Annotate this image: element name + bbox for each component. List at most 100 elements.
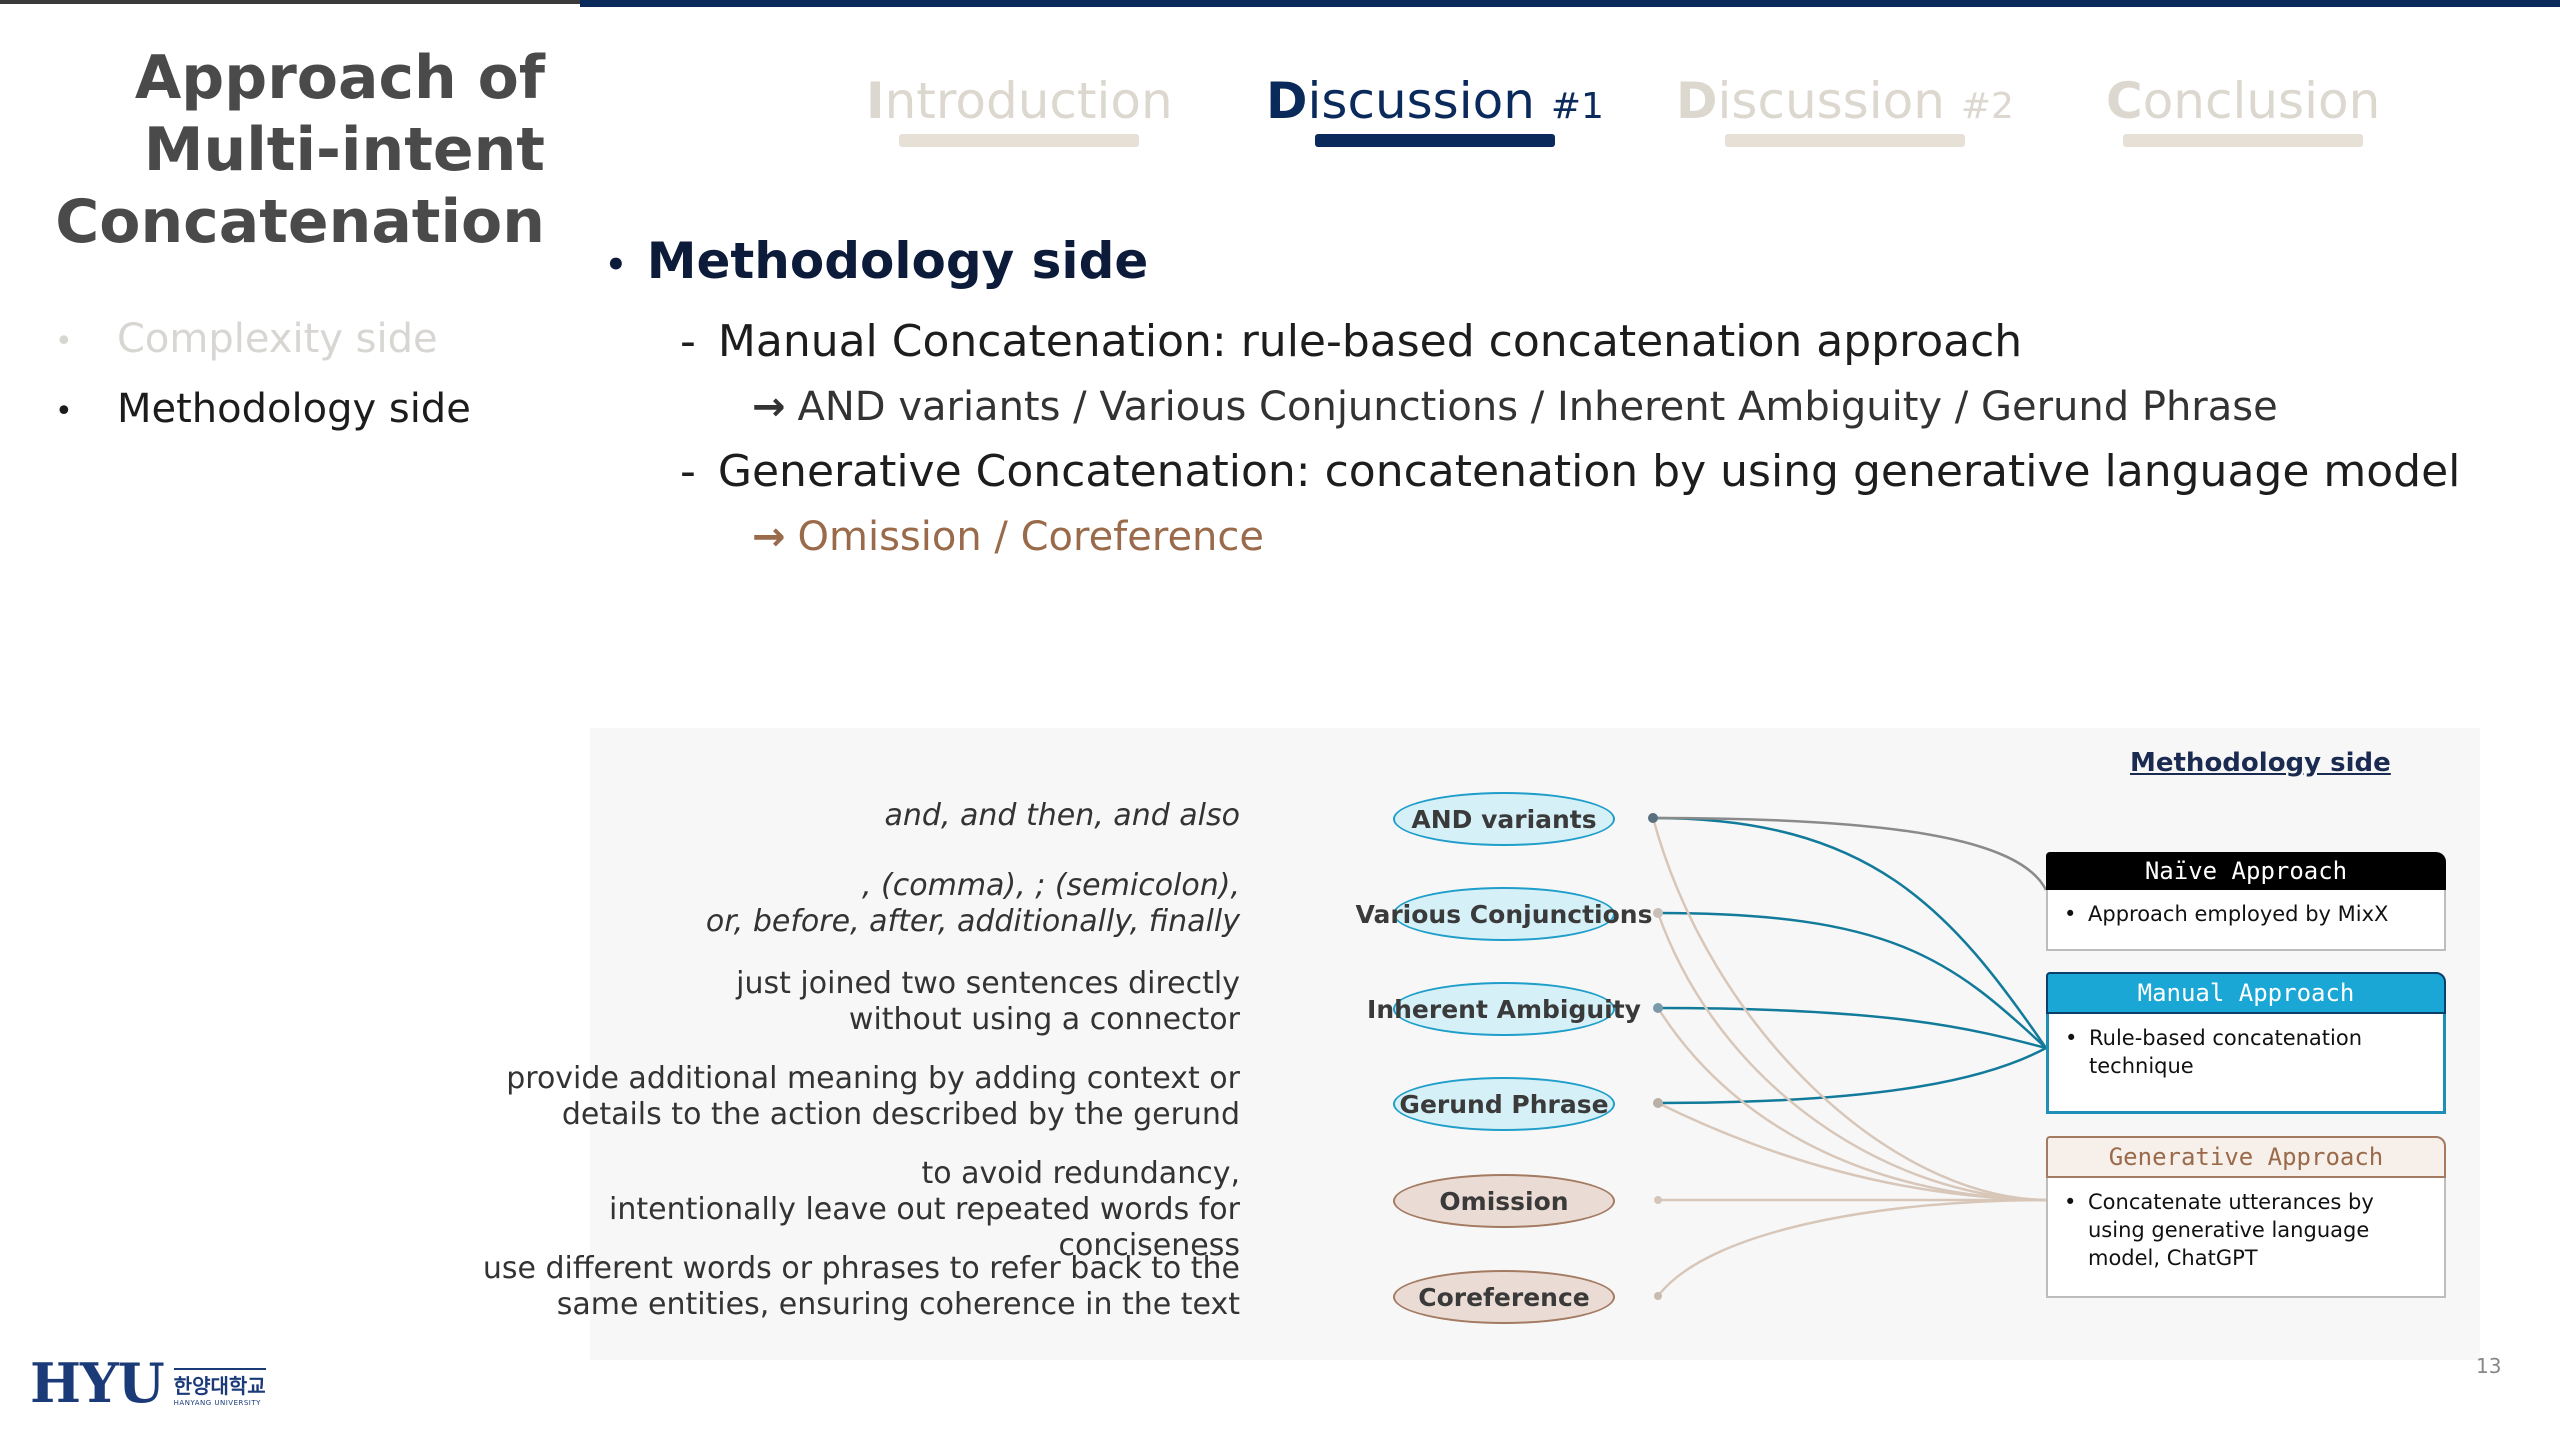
bullet-icon: • bbox=[605, 244, 627, 285]
naive-approach-box: Naïve Approach • Approach employed by Mix… bbox=[2046, 852, 2446, 951]
bullet-icon: • bbox=[2064, 902, 2077, 926]
connector-ambig-manual bbox=[1657, 1006, 2047, 1050]
sidebar-item-methodology[interactable]: • Methodology side bbox=[55, 386, 471, 432]
bullet-icon: • bbox=[2065, 1026, 2078, 1050]
naive-approach-body: • Approach employed by MixX bbox=[2046, 890, 2446, 951]
main-heading-text: Methodology side bbox=[646, 232, 1149, 290]
example-text-omission: to avoid redundancy, intentionally leave… bbox=[440, 1156, 1240, 1264]
tab-initial: I bbox=[866, 72, 885, 130]
main-heading: • Methodology side bbox=[605, 232, 1148, 290]
connector-lines bbox=[1648, 813, 2048, 1300]
arrow-right-icon: → bbox=[752, 384, 786, 430]
connector-and-naive bbox=[1652, 816, 2048, 891]
tab-label: ntroduction bbox=[884, 72, 1173, 130]
example-line: details to the action described by the g… bbox=[561, 1097, 1240, 1132]
tab-number: #1 bbox=[1550, 86, 1604, 127]
generative-concatenation-detail: →Omission / Coreference bbox=[752, 514, 1264, 560]
example-line: without using a connector bbox=[848, 1002, 1240, 1037]
tab-conclusion[interactable]: Conclusion bbox=[2106, 72, 2380, 147]
tab-underline bbox=[1724, 134, 1965, 147]
tab-label: iscussion bbox=[1717, 72, 1945, 130]
tab-underline bbox=[899, 134, 1140, 147]
logo-wordmark: 한양대학교 HANYANG UNIVERSITY bbox=[173, 1368, 266, 1408]
methodology-diagram: Methodology side and, and then, and also… bbox=[483, 728, 2480, 1360]
example-text-coreference: use different words or phrases to refer … bbox=[440, 1251, 1240, 1323]
connector-dot bbox=[1654, 1196, 1662, 1204]
manual-concatenation-text: Manual Concatenation: rule-based concate… bbox=[717, 316, 2023, 367]
naive-approach-text: Approach employed by MixX bbox=[2088, 902, 2389, 926]
connector-gerund-gen bbox=[1657, 1101, 2047, 1202]
tab-discussion-2[interactable]: Discussion #2 bbox=[1676, 72, 2014, 147]
example-line: use different words or phrases to refer … bbox=[482, 1251, 1240, 1286]
dash-icon: - bbox=[680, 316, 696, 367]
tab-discussion-1[interactable]: Discussion #1 bbox=[1266, 72, 1604, 147]
connector-dot bbox=[1653, 1098, 1663, 1108]
sidebar-item-complexity[interactable]: • Complexity side bbox=[55, 316, 438, 362]
manual-concatenation-line: -Manual Concatenation: rule-based concat… bbox=[680, 316, 2022, 367]
pill-coreference: Coreference bbox=[1393, 1270, 1615, 1324]
section-title-line: Multi-intent bbox=[143, 115, 545, 185]
example-line: , (comma), ; (semicolon), bbox=[861, 868, 1240, 903]
section-title-line: Approach of bbox=[134, 43, 545, 113]
logo-english: HANYANG UNIVERSITY bbox=[173, 1399, 261, 1407]
manual-detail-text: AND variants / Various Conjunctions / In… bbox=[797, 384, 2278, 430]
connector-and-manual bbox=[1652, 816, 2048, 1049]
manual-approach-text: Rule-based concatenation technique bbox=[2089, 1026, 2363, 1078]
tab-introduction[interactable]: Introduction bbox=[866, 72, 1173, 147]
generative-approach-text: Concatenate utterances by using generati… bbox=[2088, 1190, 2374, 1270]
page-number: 13 bbox=[2476, 1354, 2502, 1378]
tab-number: #2 bbox=[1960, 86, 2014, 127]
generative-approach-box: Generative Approach • Concatenate utteran… bbox=[2046, 1136, 2446, 1298]
example-text-conjunctions: , (comma), ; (semicolon), or, before, af… bbox=[440, 868, 1240, 940]
connector-gerund-manual bbox=[1657, 1046, 2047, 1105]
pill-inherent-ambiguity: Inherent Ambiguity bbox=[1367, 982, 1641, 1036]
arrow-right-icon: → bbox=[752, 514, 786, 560]
bullet-icon: • bbox=[2064, 1190, 2077, 1214]
sidebar-item-label: Complexity side bbox=[117, 316, 438, 362]
logo-korean: 한양대학교 bbox=[173, 1374, 266, 1398]
tab-underline bbox=[1314, 134, 1555, 147]
tab-underline bbox=[2123, 134, 2364, 147]
pill-omission: Omission bbox=[1393, 1174, 1615, 1228]
generative-approach-body: • Concatenate utterances by using generat… bbox=[2046, 1178, 2446, 1298]
manual-approach-header: Manual Approach bbox=[2046, 972, 2446, 1014]
dash-icon: - bbox=[680, 446, 696, 497]
tab-initial: D bbox=[1266, 72, 1308, 130]
example-line: same entities, ensuring coherence in the… bbox=[556, 1287, 1240, 1322]
tab-label: onclusion bbox=[2142, 72, 2381, 130]
connector-ambig-gen bbox=[1656, 1007, 2047, 1202]
generative-approach-header: Generative Approach bbox=[2046, 1136, 2446, 1178]
connector-conj-manual bbox=[1657, 911, 2047, 1049]
pill-gerund-phrase: Gerund Phrase bbox=[1393, 1077, 1615, 1131]
pill-various-conjunctions: Various Conjunctions bbox=[1356, 887, 1653, 941]
example-line: and, and then, and also bbox=[884, 798, 1241, 833]
top-rule-right bbox=[580, 0, 2560, 7]
manual-concatenation-detail: →AND variants / Various Conjunctions / I… bbox=[752, 384, 2278, 430]
tab-label: iscussion bbox=[1307, 72, 1535, 130]
generative-detail-text: Omission / Coreference bbox=[797, 514, 1264, 560]
diagram-label: Methodology side bbox=[2130, 748, 2391, 778]
university-logo: HYU 한양대학교 HANYANG UNIVERSITY bbox=[30, 1351, 266, 1415]
connector-dot bbox=[1648, 813, 1658, 823]
connector-and-gen bbox=[1651, 817, 2047, 1202]
example-line: provide additional meaning by adding con… bbox=[506, 1061, 1240, 1096]
example-text-ambiguity: just joined two sentences directly witho… bbox=[440, 966, 1240, 1038]
sidebar-item-label: Methodology side bbox=[117, 386, 471, 432]
naive-approach-header: Naïve Approach bbox=[2046, 852, 2446, 890]
bullet-icon: • bbox=[55, 393, 73, 429]
example-line: intentionally leave out repeated words f… bbox=[609, 1192, 1240, 1263]
bullet-icon: • bbox=[55, 323, 73, 359]
section-title: Approach of Multi-intent Concatenation bbox=[40, 42, 545, 258]
manual-approach-box: Manual Approach • Rule-based concatenatio… bbox=[2046, 972, 2446, 1114]
top-rule-left bbox=[0, 0, 580, 4]
example-text-and: and, and then, and also bbox=[440, 798, 1241, 834]
connector-dot bbox=[1653, 1003, 1663, 1013]
connector-dot bbox=[1654, 1292, 1662, 1300]
example-line: or, before, after, additionally, finally bbox=[705, 904, 1240, 939]
example-text-gerund: provide additional meaning by adding con… bbox=[440, 1061, 1240, 1133]
generative-concatenation-line: -Generative Concatenation: concatenation… bbox=[680, 446, 2460, 497]
connector-dot bbox=[1653, 908, 1663, 918]
connector-coref-gen bbox=[1657, 1198, 2047, 1297]
pill-and-variants: AND variants bbox=[1393, 792, 1615, 846]
logo-mark: HYU bbox=[30, 1351, 165, 1415]
